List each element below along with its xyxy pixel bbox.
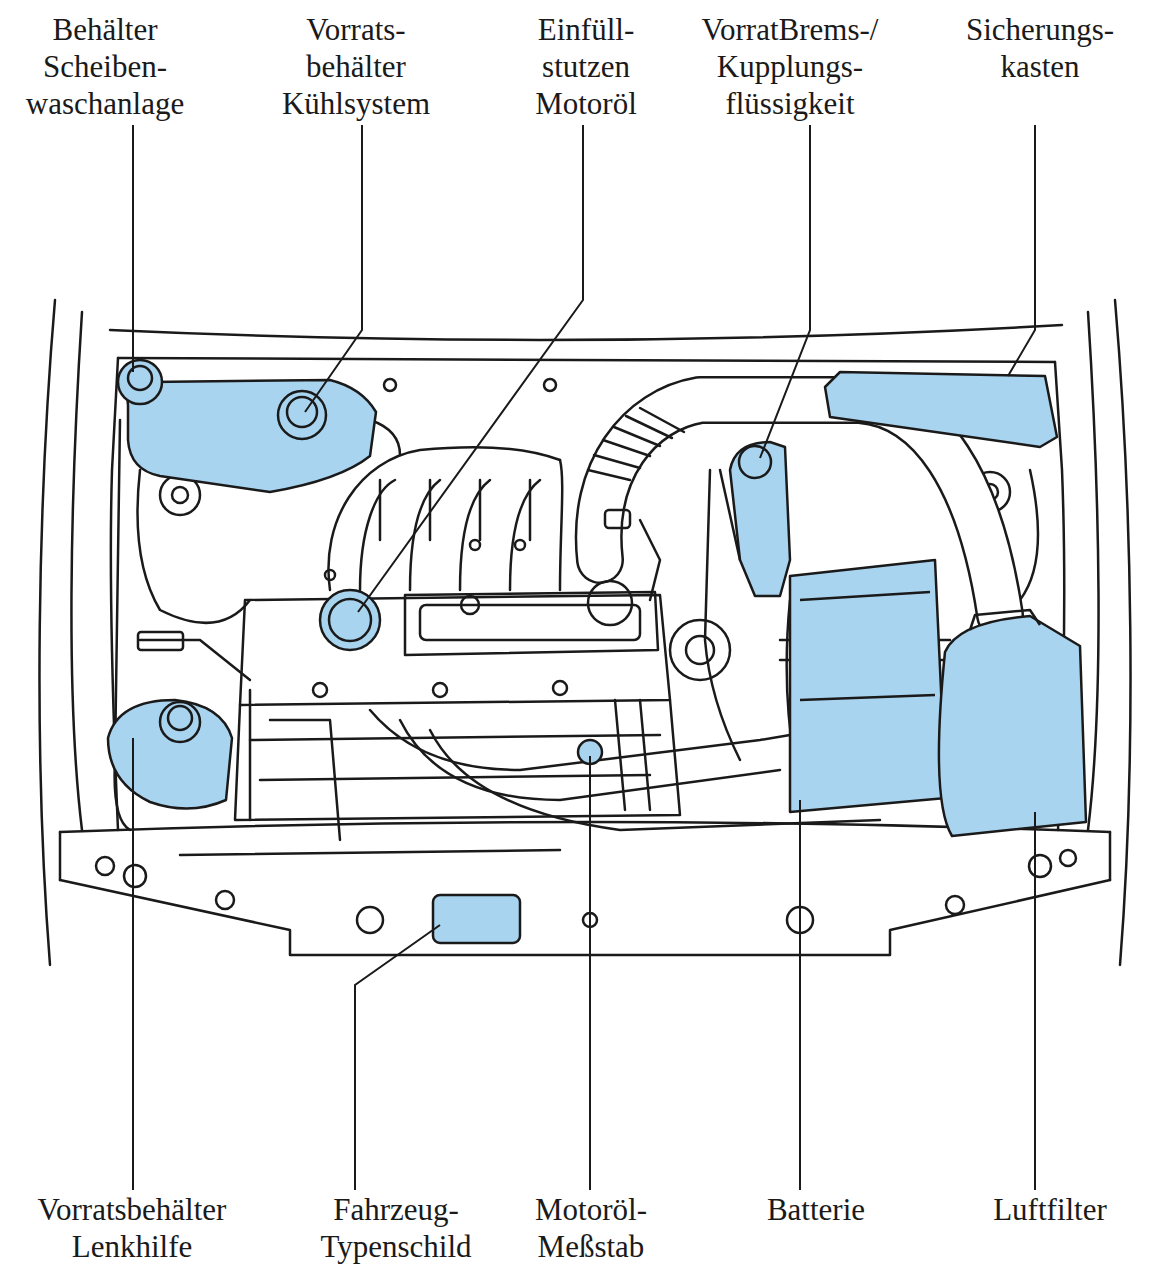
part-label: Motoröl- Meßstab [535,1191,647,1265]
part-label: Behälter Scheiben- waschanlage [26,11,184,122]
part-label: VorratBrems-/ Kupplungs- flüssigkeit [702,11,879,122]
part-label: Fahrzeug- Typenschild [320,1191,471,1265]
part-label: Sicherungs- kasten [966,11,1114,85]
part-label: Batterie [767,1191,865,1228]
part-label: Vorratsbehälter Lenkhilfe [38,1191,227,1265]
part-label: Luftfilter [993,1191,1107,1228]
part-label: Einfüll- stutzen Motoröl [535,11,637,122]
part-label: Vorrats- behälter Kühlsystem [282,11,430,122]
